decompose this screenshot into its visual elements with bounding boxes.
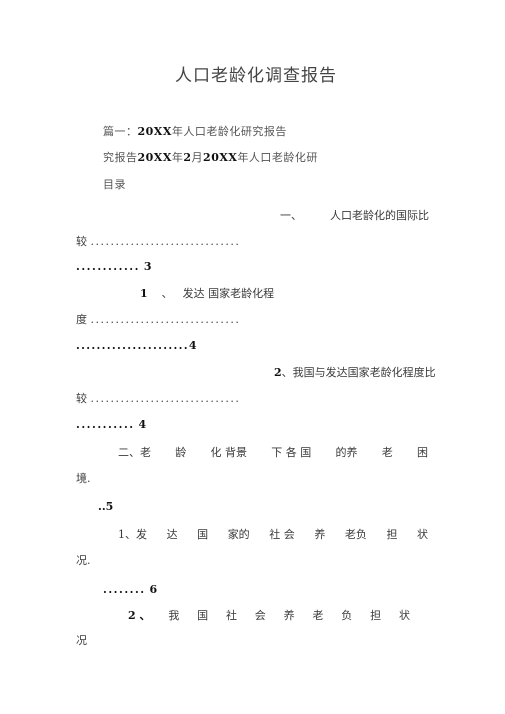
toc-entry-2-page: ......................4 xyxy=(76,339,197,353)
toc-entry-5-word: 1、发 xyxy=(118,528,147,541)
subtitle-suffix: 年人口老龄化研究报告 xyxy=(171,125,287,138)
toc-leader-dots: ............ xyxy=(76,260,140,273)
subtitle-line-1: 篇一：20XX年人口老龄化研究报告 xyxy=(103,125,287,139)
toc-entry-4-word: 下 各 国 xyxy=(271,446,312,459)
toc-entry-5-word: 状 xyxy=(417,528,428,541)
page-number: 5 xyxy=(105,500,114,513)
toc-entry-6-cont: 况 xyxy=(76,634,87,647)
toc-entry-6-word: 状 xyxy=(398,609,410,622)
toc-entry-4: 二、老 龄 化 背景 下 各 国 的养 老 困 xyxy=(118,446,428,460)
toc-entry-4-page: ..5 xyxy=(98,500,113,514)
toc-leader-dots: ........ xyxy=(103,583,146,596)
toc-entry-6-word: 社 xyxy=(225,609,237,622)
toc-entry-6-word: 国 xyxy=(197,609,209,622)
toc-entry-4-word: 困 xyxy=(417,446,428,459)
line2-c: 月 xyxy=(191,151,204,164)
toc-entry-2-char: 度 xyxy=(76,313,87,326)
line2-year2: 20XX xyxy=(203,151,238,164)
line2-a: 究报告 xyxy=(103,151,138,164)
toc-entry-6-word: 养 xyxy=(283,609,295,622)
toc-leader-dots: ...................... xyxy=(76,339,189,352)
toc-entry-2: 1 、发达 国家老龄化程 xyxy=(140,287,274,301)
toc-entry-5-page: ........ 6 xyxy=(103,583,157,597)
toc-entry-1-cont: 较 .............................. xyxy=(76,235,240,249)
page-number: 4 xyxy=(188,339,197,352)
toc-entry-4-cont: 境. xyxy=(76,472,91,485)
toc-entry-2-num: 1 xyxy=(140,287,148,300)
line2-year1: 20XX xyxy=(137,151,172,164)
toc-entry-5: 1、发 达 国 家的 社 会 养 老负 担 状 xyxy=(118,528,428,542)
toc-entry-3-page: ........... 4 xyxy=(76,418,146,432)
toc-entry-4-word: 的养 xyxy=(335,446,358,459)
toc-entry-5-word: 养 xyxy=(314,528,326,541)
page-number: 3 xyxy=(143,260,152,273)
toc-entry-5-word: 家的 xyxy=(227,528,250,541)
toc-entry-5-word: 社 会 xyxy=(269,528,295,541)
toc-entry-3-dots: .............................. xyxy=(90,392,241,405)
toc-entry-6-word: 会 xyxy=(254,609,266,622)
toc-entry-4-word: 二、老 xyxy=(118,446,151,459)
toc-entry-1-page: ............ 3 xyxy=(76,260,151,274)
subtitle-prefix: 篇一： xyxy=(103,125,138,138)
page-title: 人口老龄化调查报告 xyxy=(175,66,337,86)
page-number: 4 xyxy=(138,418,147,431)
toc-entry-4-word: 化 背景 xyxy=(210,446,248,459)
toc-entry-3-char: 较 xyxy=(76,392,87,405)
toc-entry-5-word: 老负 xyxy=(344,528,367,541)
toc-entry-1-text: 人口老龄化的国际比 xyxy=(330,209,429,222)
toc-entry-1-char: 较 xyxy=(76,235,87,248)
page-number: 6 xyxy=(149,583,158,596)
toc-entry-4-word: 老 xyxy=(381,446,393,459)
toc-entry-2-cont: 度 .............................. xyxy=(76,313,240,327)
toc-entry-6-word: 老 xyxy=(312,609,324,622)
toc-entry-5-word: 担 xyxy=(386,528,398,541)
toc-entry-2-dots: .............................. xyxy=(90,313,241,326)
toc-entry-5-word: 国 xyxy=(197,528,209,541)
toc-entry-3: 2、我国与发达国家老龄化程度比 xyxy=(274,366,436,380)
toc-entry-4-word: 龄 xyxy=(175,446,187,459)
line2-month: 2 xyxy=(183,151,192,164)
toc-entry-3-num: 2 xyxy=(274,366,282,379)
subtitle-line-2: 究报告20XX年2月20XX年人口老龄化研 xyxy=(103,151,318,165)
toc-entry-5-word: 达 xyxy=(166,528,178,541)
toc-entry-1-dots: .............................. xyxy=(90,235,241,248)
toc-entry-6: 2 、 我 国 社 会 养 老 负 担 状 xyxy=(128,609,410,623)
line2-b: 年 xyxy=(171,151,184,164)
toc-entry-1: 一、 人口老龄化的国际比 xyxy=(280,209,429,223)
subtitle-year: 20XX xyxy=(137,125,172,138)
toc-entry-6-word: 负 xyxy=(341,609,353,622)
toc-leader-dots: ........... xyxy=(76,418,135,431)
toc-entry-3-text: 、我国与发达国家老龄化程度比 xyxy=(281,366,436,379)
toc-entry-2-text: 发达 国家老龄化程 xyxy=(182,287,275,300)
toc-heading: 目录 xyxy=(103,178,126,191)
toc-entry-5-cont: 况. xyxy=(76,554,91,567)
toc-entry-6-word: 担 xyxy=(370,609,382,622)
toc-entry-6-word: 2 、 xyxy=(128,609,151,622)
line2-d: 年人口老龄化研 xyxy=(237,151,318,164)
toc-entry-1-num: 一、 xyxy=(280,209,302,222)
toc-entry-6-word: 我 xyxy=(168,609,180,622)
toc-entry-3-cont: 较 .............................. xyxy=(76,392,240,406)
toc-leader-dots: .. xyxy=(98,500,106,513)
toc-entry-2-sep: 、 xyxy=(161,287,173,300)
